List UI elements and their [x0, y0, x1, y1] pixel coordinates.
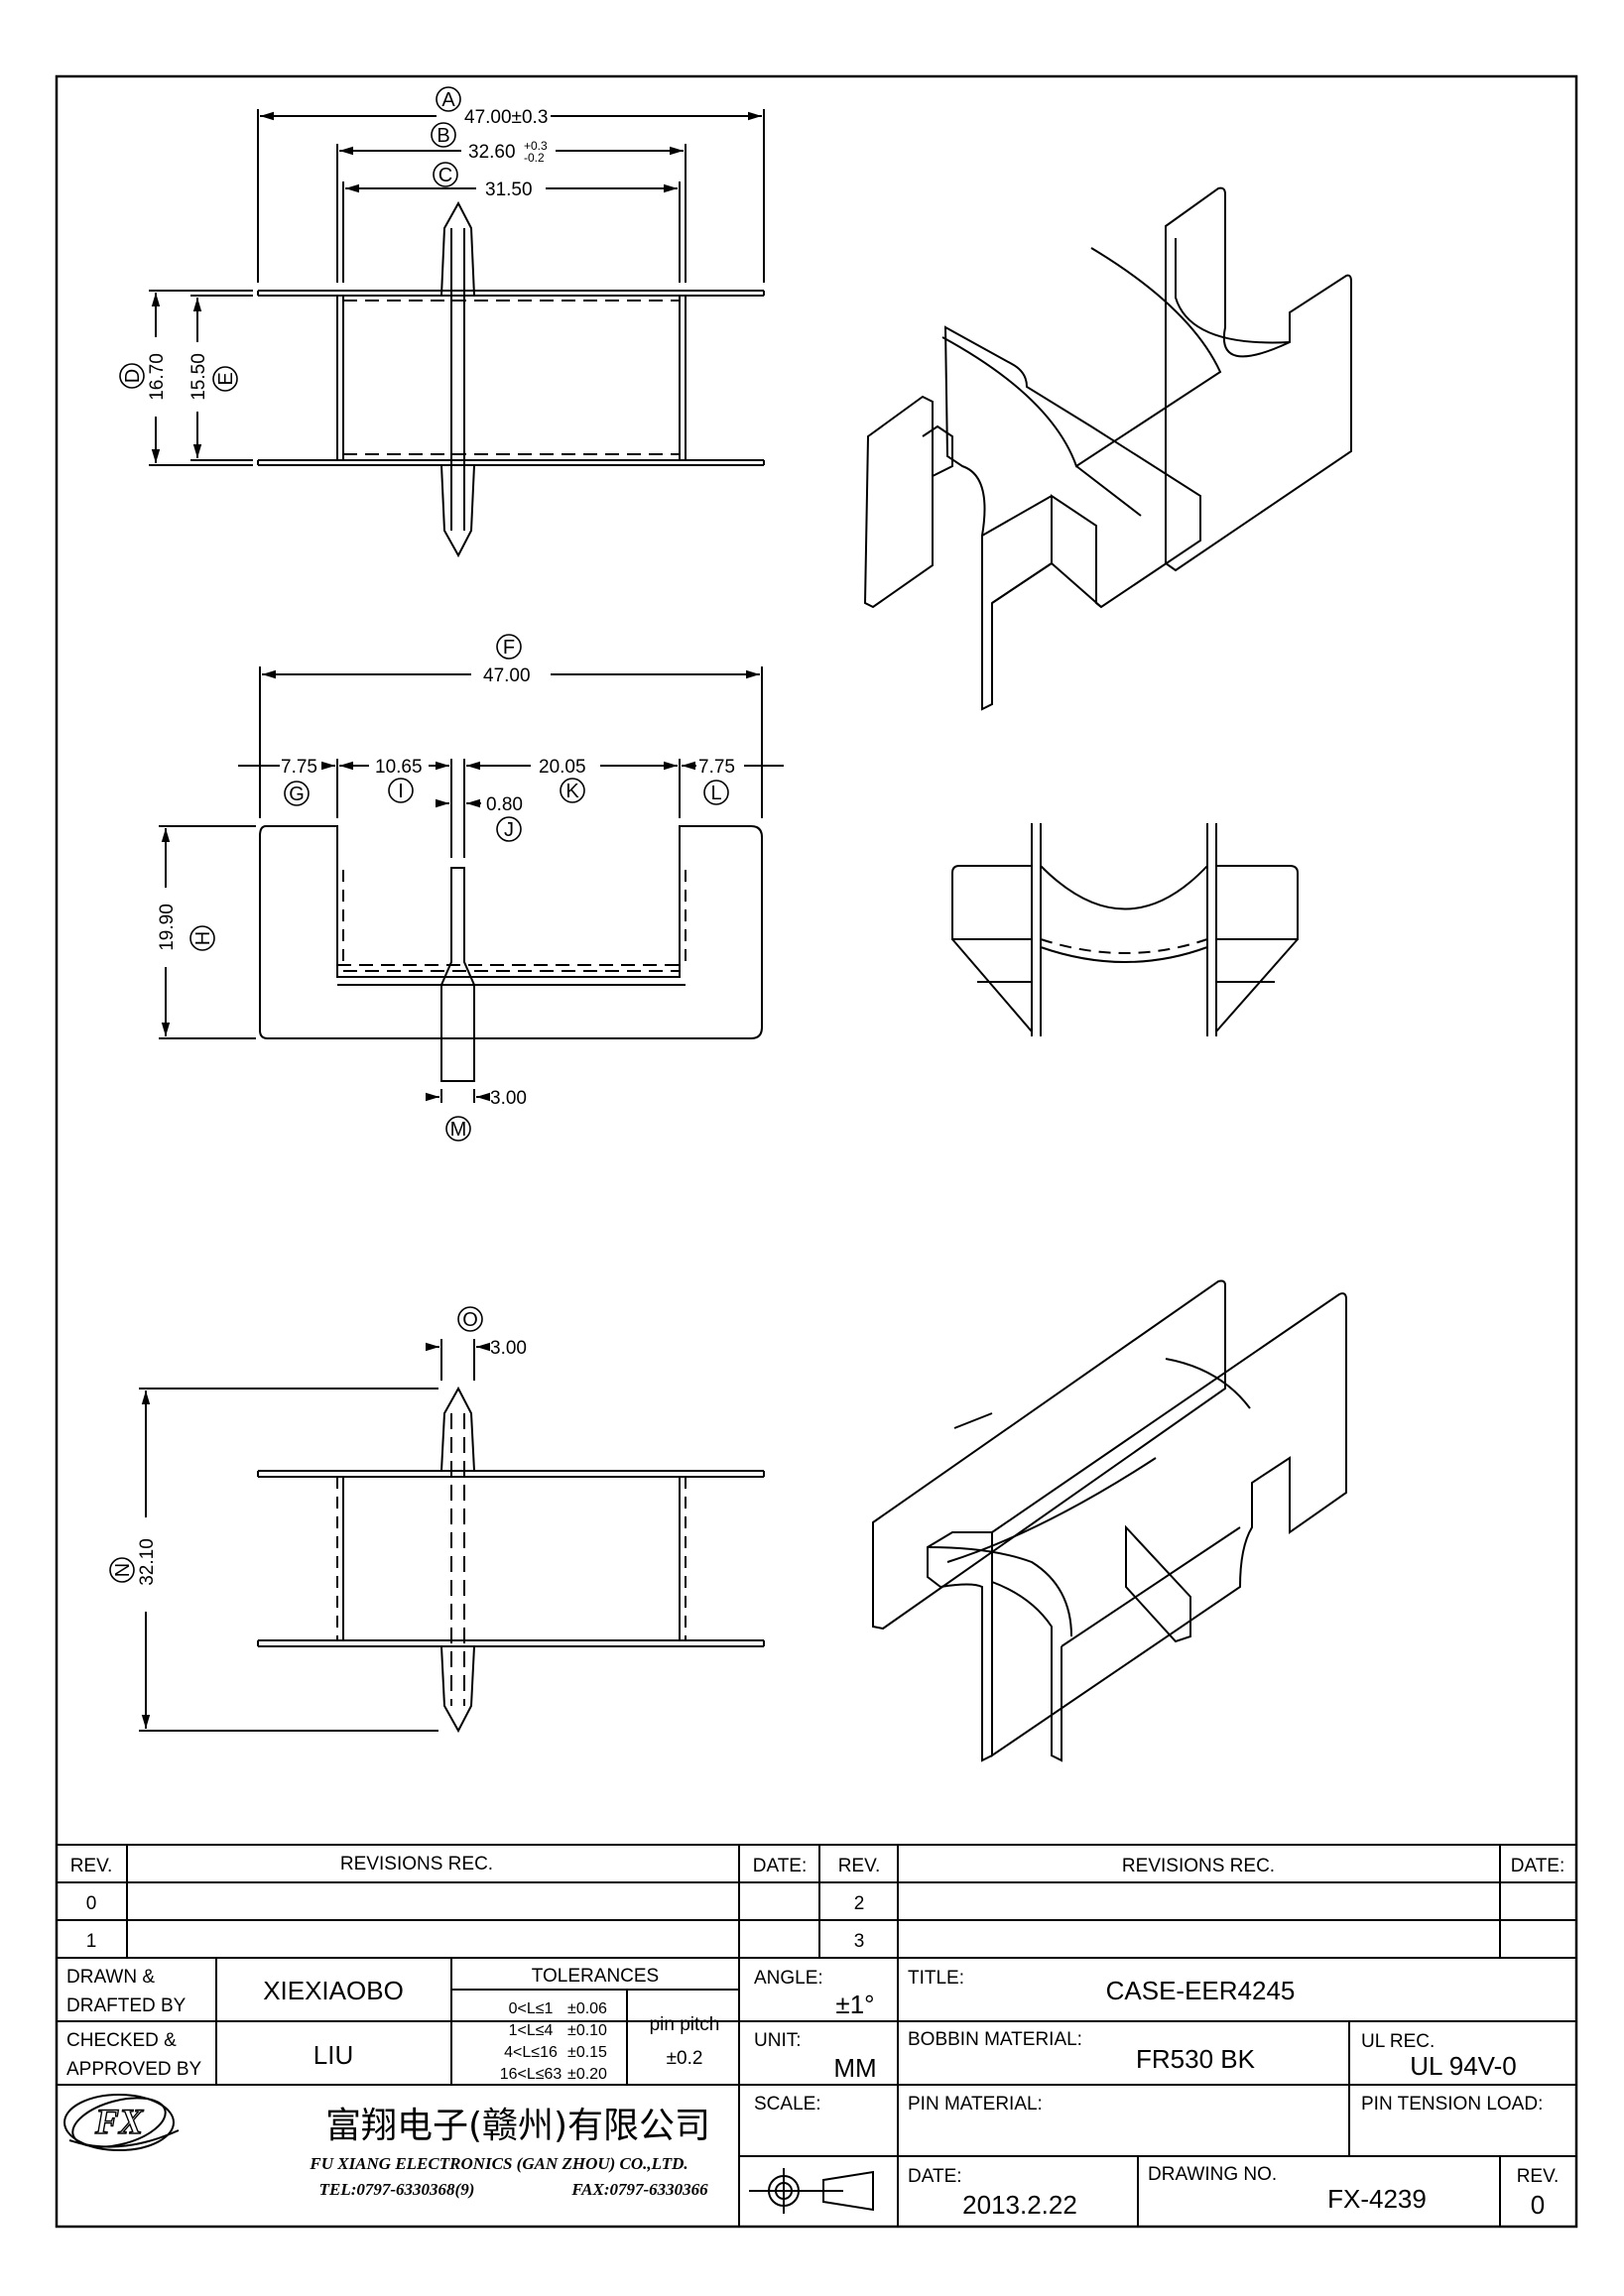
dim-label-e: E — [215, 372, 237, 385]
dim-label-a: A — [441, 89, 455, 111]
dim-label-f: F — [503, 637, 515, 659]
section-view — [951, 823, 1299, 1036]
dim-b-tol-upper: +0.3 — [524, 139, 548, 153]
front-view-labels: F 47.00 7.75 10.65 20.05 7.75 0.80 G I K… — [157, 634, 735, 1142]
tol-range-2: 4<L≤16 — [504, 2044, 558, 2061]
front-view — [159, 666, 784, 1103]
top-view-labels: A 47.00±0.3 B 32.60 +0.3 -0.2 C 31.50 16… — [119, 86, 548, 401]
rev-row-3: 3 — [854, 1931, 865, 1952]
drawn-label-2: DRAFTED BY — [66, 1995, 187, 2016]
date-label: DATE: — [908, 2166, 962, 2187]
dim-c-value: 31.50 — [485, 180, 533, 200]
dim-b-tol-lower: -0.2 — [524, 151, 545, 165]
drawing-no-label: DRAWING NO. — [1148, 2164, 1277, 2185]
tol-range-3: 16<L≤63 — [500, 2066, 562, 2083]
tol-range-1: 1<L≤4 — [509, 2022, 554, 2039]
dim-a-value: 47.00±0.3 — [464, 107, 548, 128]
rev-header-right: REV. — [838, 1856, 881, 1876]
dim-f-value: 47.00 — [483, 665, 531, 686]
rev-row-2: 2 — [854, 1893, 865, 1914]
date-header-left: DATE: — [753, 1856, 808, 1876]
pin-tension-label: PIN TENSION LOAD: — [1361, 2094, 1543, 2115]
isometric-view-top — [863, 186, 1352, 711]
isometric-view-bottom — [872, 1279, 1347, 1762]
tol-value-2: ±0.15 — [567, 2044, 607, 2061]
dim-k-value: 20.05 — [539, 757, 586, 778]
title-block-text: REV. REVISIONS REC. DATE: REV. REVISIONS… — [66, 1854, 1564, 2220]
dim-o-value: 3.00 — [490, 1338, 527, 1359]
unit-value: MM — [833, 2053, 876, 2083]
dim-label-h: H — [192, 931, 214, 945]
rev-row-1: 1 — [86, 1931, 97, 1952]
company-name-en: FU XIANG ELECTRONICS (GAN ZHOU) CO.,LTD. — [309, 2154, 687, 2173]
dim-label-b: B — [437, 125, 449, 147]
logo-text: FX — [94, 2102, 144, 2141]
dim-label-l: L — [710, 783, 721, 804]
tol-range-0: 0<L≤1 — [509, 2000, 554, 2017]
dim-label-d: D — [122, 369, 144, 383]
angle-value: ±1° — [835, 1990, 874, 2019]
dim-n-value: 32.10 — [137, 1538, 158, 1586]
date-header-right: DATE: — [1511, 1856, 1565, 1876]
company-logo: FX — [63, 2094, 180, 2151]
dim-label-i: I — [398, 781, 404, 802]
dim-l-value: 7.75 — [698, 757, 735, 778]
checked-label-2: APPROVED BY — [66, 2059, 202, 2080]
dim-label-g: G — [289, 784, 305, 805]
dim-e-value: 15.50 — [188, 353, 209, 401]
dim-label-n: N — [112, 1563, 134, 1577]
side-view — [139, 1339, 765, 1734]
tol-value-1: ±0.10 — [567, 2022, 607, 2039]
company-name-cn: 富翔电子(赣州)有限公司 — [325, 2106, 710, 2146]
checked-value: LIU — [313, 2040, 353, 2070]
dim-i-value: 10.65 — [375, 757, 423, 778]
title-value: CASE-EER4245 — [1106, 1976, 1296, 2005]
rev-header-left: REV. — [70, 1856, 113, 1876]
rev-value: 0 — [1531, 2190, 1545, 2220]
dim-d-value: 16.70 — [147, 353, 168, 401]
tolerances-title: TOLERANCES — [532, 1966, 659, 1987]
dim-label-c: C — [438, 165, 452, 186]
title-block-grid — [57, 1844, 1576, 2227]
dim-h-value: 19.90 — [157, 904, 178, 951]
tol-value-0: ±0.06 — [567, 2000, 607, 2017]
ul-rec-label: UL REC. — [1361, 2031, 1435, 2052]
drawn-label-1: DRAWN & — [66, 1967, 155, 1988]
revisions-rec-header-right: REVISIONS REC. — [1122, 1856, 1275, 1876]
unit-label: UNIT: — [754, 2030, 802, 2051]
dim-label-o: O — [462, 1309, 478, 1331]
dim-g-value: 7.75 — [281, 757, 317, 778]
checked-label-1: CHECKED & — [66, 2030, 177, 2051]
drawn-value: XIEXIAOBO — [263, 1976, 404, 2005]
pin-pitch-label: pin pitch — [650, 2014, 720, 2035]
pin-material-label: PIN MATERIAL: — [908, 2094, 1043, 2115]
company-fax: FAX:0797-6330366 — [570, 2180, 708, 2199]
title-label: TITLE: — [908, 1968, 964, 1989]
dim-j-value: 0.80 — [486, 794, 523, 815]
dim-label-j: J — [504, 819, 514, 841]
tol-value-3: ±0.20 — [567, 2066, 607, 2083]
angle-label: ANGLE: — [754, 1968, 823, 1989]
sheet-border — [55, 74, 1578, 2229]
dim-m-value: 3.00 — [490, 1088, 527, 1109]
projection-symbol-icon — [749, 2168, 874, 2214]
date-value: 2013.2.22 — [962, 2190, 1077, 2220]
dim-label-m: M — [450, 1119, 467, 1141]
bobbin-material-label: BOBBIN MATERIAL: — [908, 2029, 1082, 2050]
top-view — [149, 109, 765, 558]
rev-label: REV. — [1517, 2166, 1560, 2187]
company-tel: TEL:0797-6330368(9) — [319, 2180, 475, 2199]
dim-label-k: K — [565, 781, 579, 802]
bobbin-material-value: FR530 BK — [1136, 2044, 1256, 2074]
dim-b-value: 32.60 — [468, 142, 516, 163]
side-view-labels: O 3.00 32.10 N — [109, 1306, 527, 1586]
rev-row-0: 0 — [86, 1893, 97, 1914]
drawing-no-value: FX-4239 — [1327, 2184, 1427, 2214]
revisions-rec-header-left: REVISIONS REC. — [340, 1854, 493, 1874]
pin-pitch-value: ±0.2 — [667, 2048, 703, 2069]
scale-label: SCALE: — [754, 2094, 821, 2115]
ul-rec-value: UL 94V-0 — [1410, 2051, 1516, 2081]
